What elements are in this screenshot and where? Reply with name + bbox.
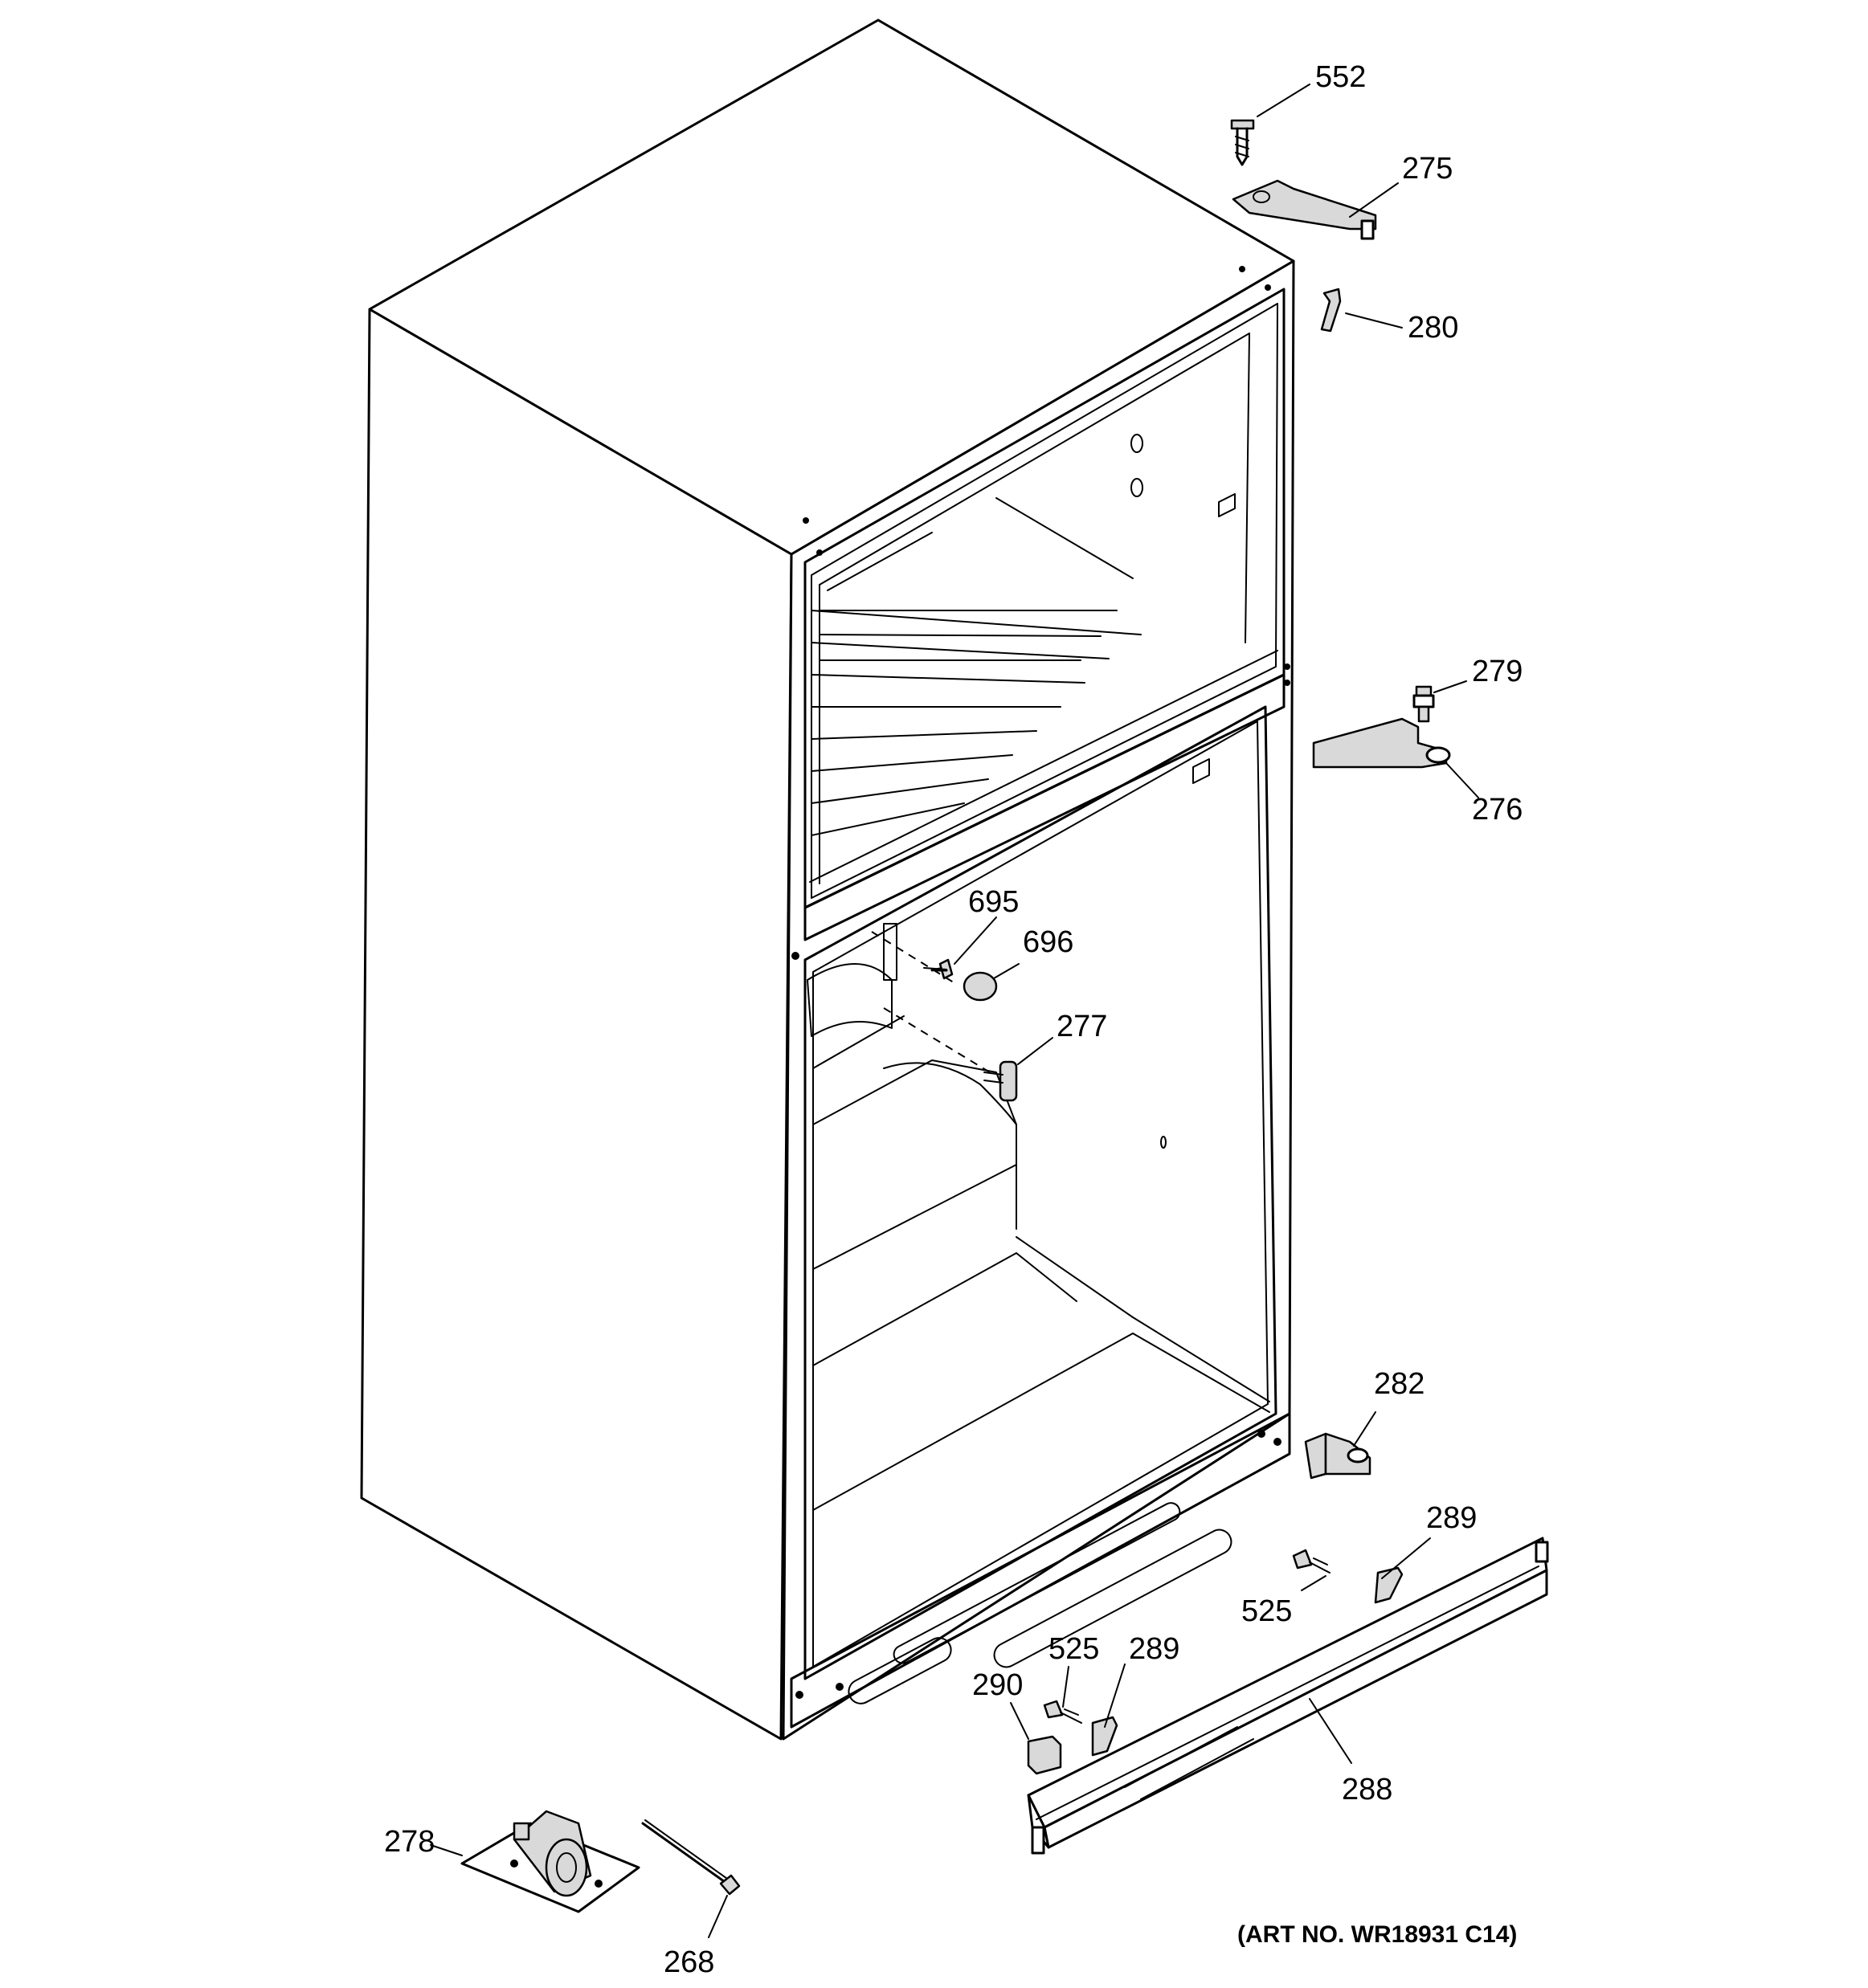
callout-276: 276 xyxy=(1472,793,1523,827)
callout-277: 277 xyxy=(1057,1010,1107,1043)
callout-280: 280 xyxy=(1408,311,1458,345)
callout-288: 288 xyxy=(1342,1773,1392,1806)
mullion xyxy=(791,663,1290,981)
callout-268: 268 xyxy=(664,1945,714,1979)
fresh-food-compartment xyxy=(803,705,1277,1680)
part-552-screw xyxy=(1230,119,1255,166)
callout-labels: 552 275 280 279 276 695 696 277 282 289 … xyxy=(384,60,1523,1979)
part-288-grille xyxy=(1027,1537,1549,1855)
callout-289-right: 289 xyxy=(1426,1501,1477,1535)
part-278-roller-assembly xyxy=(460,1810,640,1913)
freezer-coil-ridges xyxy=(811,497,1142,836)
part-268-adjusting-screw xyxy=(641,1819,741,1896)
part-289-clip-left xyxy=(1091,1716,1118,1757)
callout-290: 290 xyxy=(972,1668,1023,1702)
callout-525-right: 525 xyxy=(1241,1594,1292,1628)
cabinet-bottom-rail xyxy=(790,1412,1291,1729)
part-280-shim xyxy=(1320,288,1342,333)
callout-695: 695 xyxy=(968,885,1019,919)
part-282-bottom-hinge xyxy=(1304,1432,1371,1480)
part-525-screw-right xyxy=(1292,1549,1330,1574)
part-695-screw xyxy=(923,958,954,980)
callout-696: 696 xyxy=(1023,925,1073,959)
callout-552: 552 xyxy=(1315,60,1366,94)
part-275-top-hinge xyxy=(1232,179,1377,240)
leader-lines xyxy=(430,84,1479,1938)
part-525-screw-left xyxy=(1043,1700,1082,1724)
callout-289-left: 289 xyxy=(1129,1632,1179,1666)
callout-278: 278 xyxy=(384,1825,435,1859)
callout-282: 282 xyxy=(1374,1367,1425,1401)
part-696-plug xyxy=(963,971,998,1002)
part-279-hinge-pin xyxy=(1412,685,1435,723)
art-number: (ART NO. WR18931 C14) xyxy=(1237,1921,1517,1948)
cabinet xyxy=(360,18,1295,1741)
callout-275: 275 xyxy=(1402,152,1453,186)
part-277-pin xyxy=(983,1060,1018,1102)
callout-525-left: 525 xyxy=(1048,1632,1099,1666)
callout-279: 279 xyxy=(1472,655,1523,688)
part-276-center-hinge xyxy=(1312,717,1451,769)
part-290-block xyxy=(1027,1735,1062,1775)
